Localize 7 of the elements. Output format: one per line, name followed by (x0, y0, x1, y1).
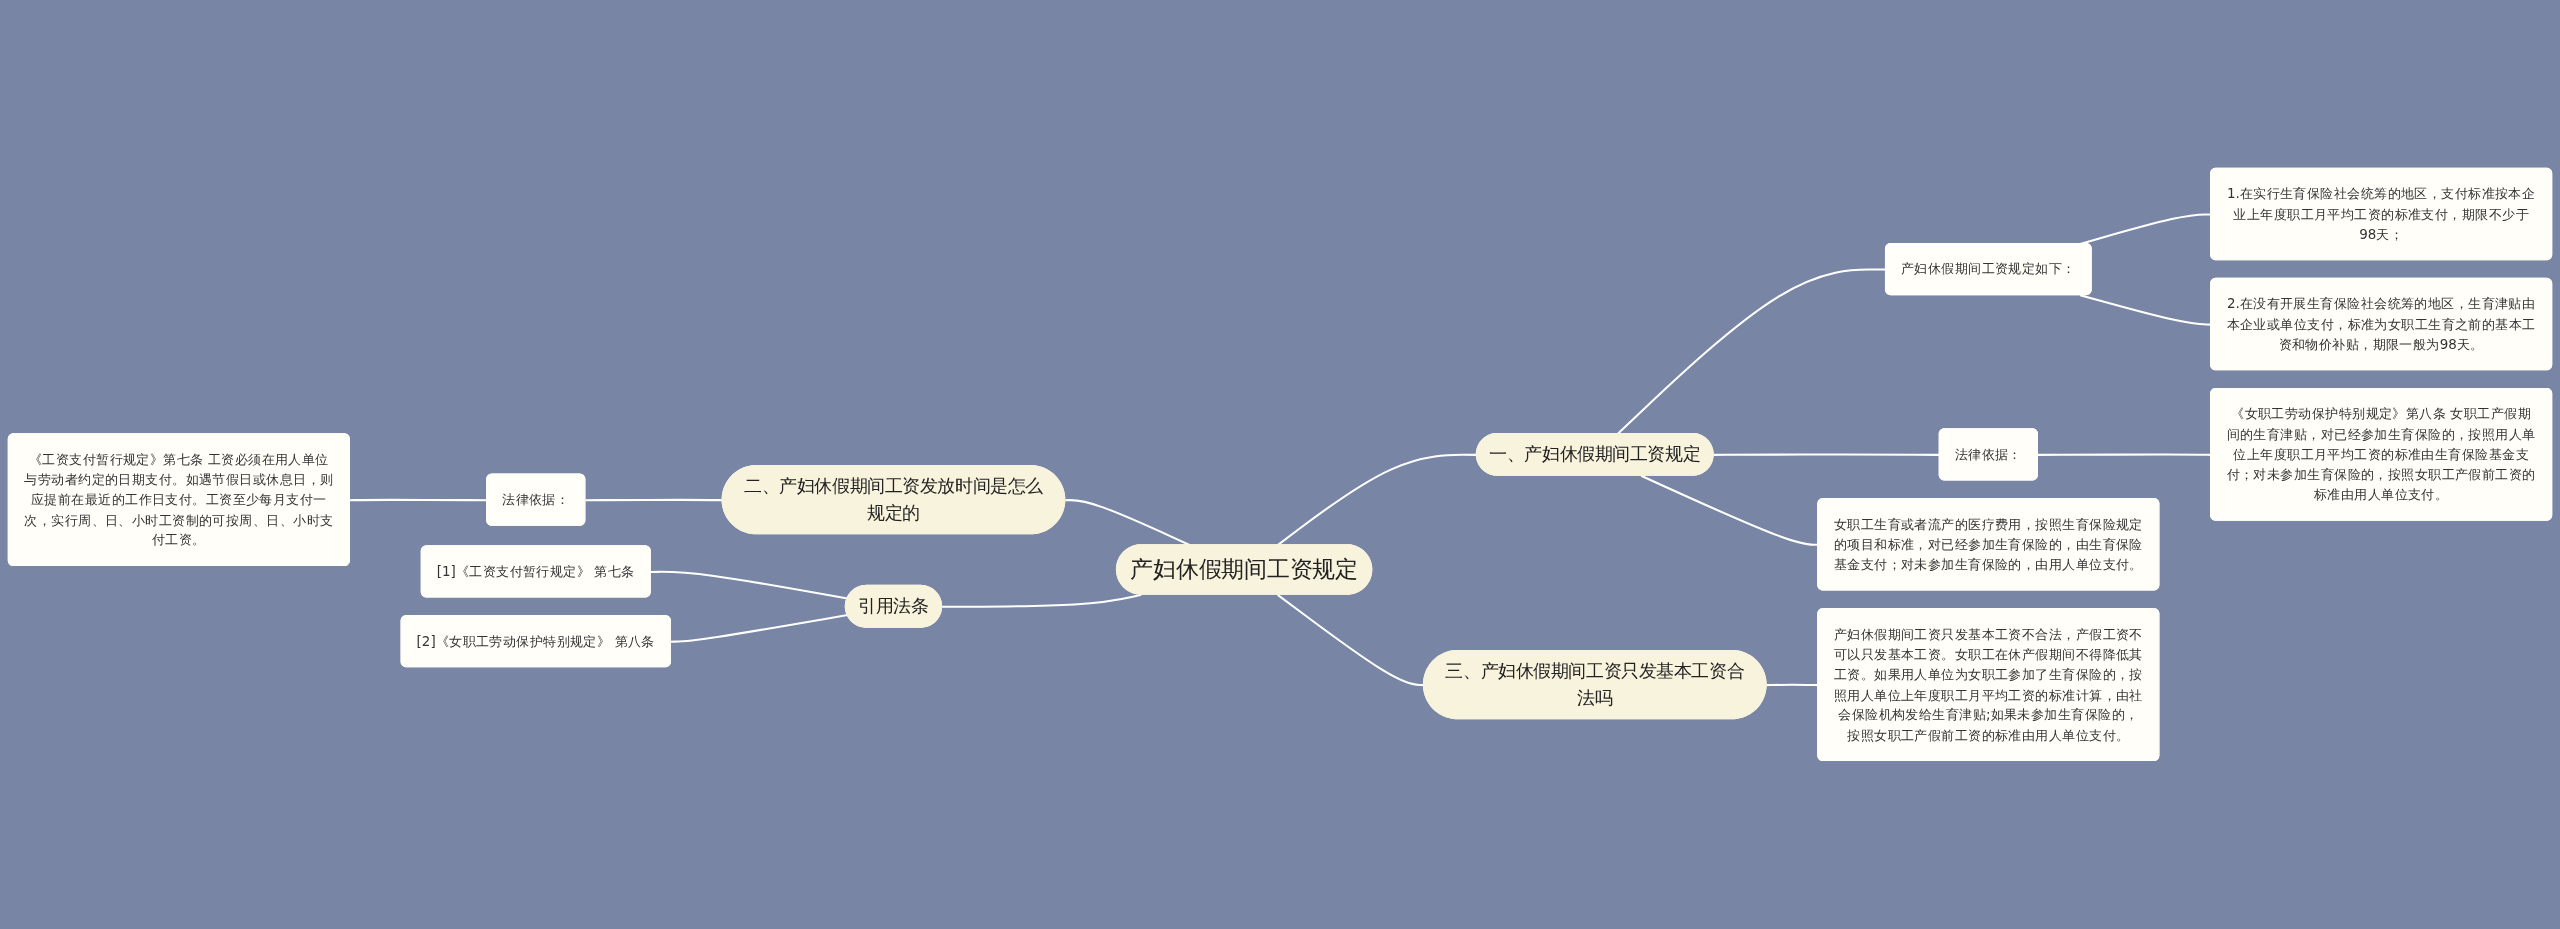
connector (585, 498, 723, 502)
connector (1277, 594, 1424, 687)
connector (670, 614, 848, 643)
connector (1616, 268, 1886, 435)
connector (1713, 453, 1940, 456)
connector (942, 593, 1142, 608)
connector (650, 570, 848, 600)
